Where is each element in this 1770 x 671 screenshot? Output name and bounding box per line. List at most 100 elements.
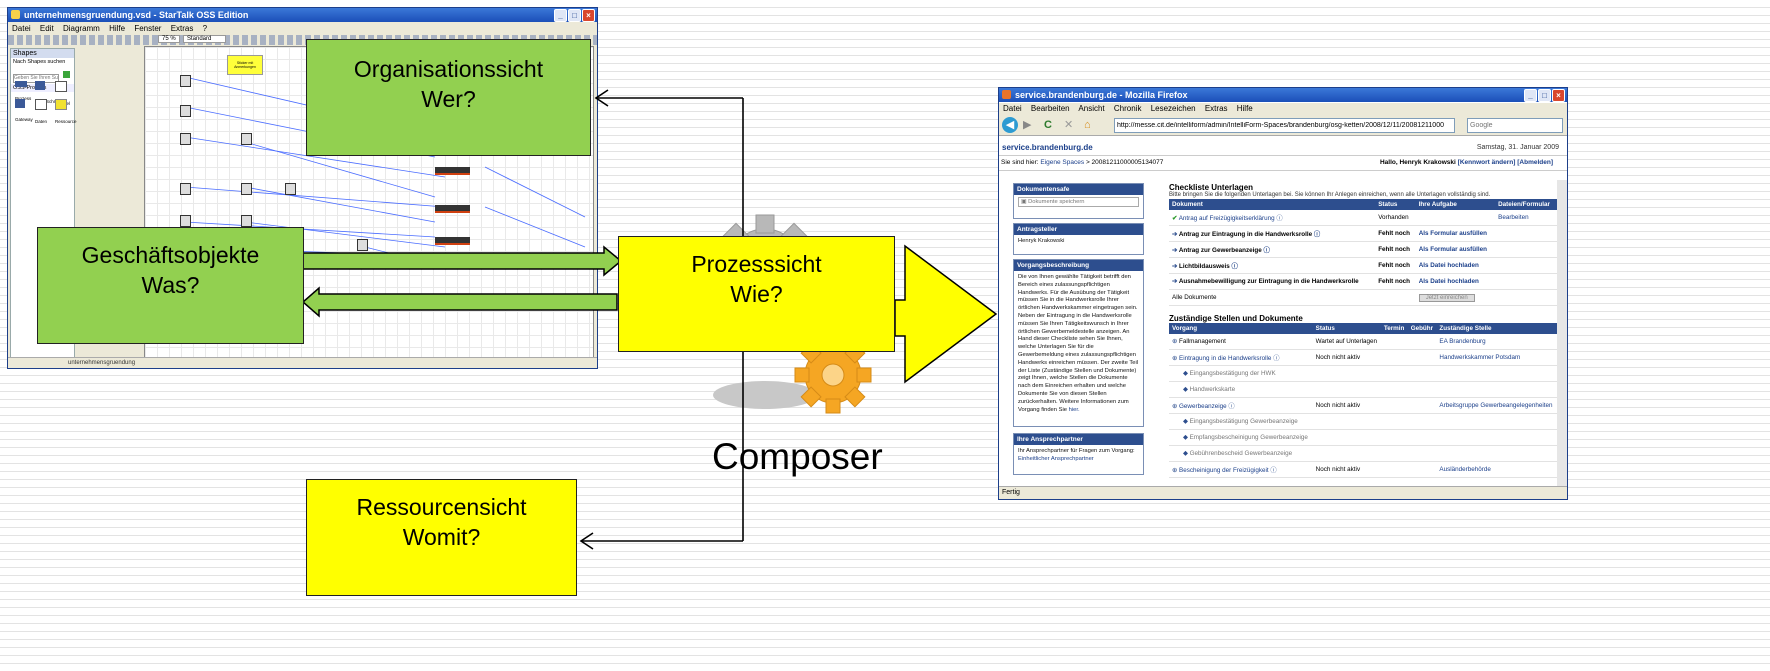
save-doc-icon: ▣ bbox=[1021, 199, 1029, 205]
style-select[interactable]: Standard bbox=[183, 35, 227, 43]
minimize-button[interactable]: _ bbox=[554, 9, 567, 22]
menu-extras[interactable]: Extras bbox=[170, 24, 194, 33]
menu-datei[interactable]: Datei bbox=[12, 24, 31, 33]
back-arrow-icon[interactable]: ◀ bbox=[1002, 117, 1018, 133]
shape-item-prozess[interactable]: Prozess bbox=[15, 81, 31, 105]
menu-diagramm[interactable]: Diagramm bbox=[62, 24, 100, 33]
stelle-link[interactable]: Ausländerbehörde bbox=[1439, 466, 1491, 473]
menu-extras[interactable]: Extras bbox=[1204, 104, 1228, 113]
canvas-oss-step[interactable] bbox=[435, 237, 470, 245]
menu-hilfe[interactable]: Hilfe bbox=[1236, 104, 1253, 113]
close-button[interactable]: × bbox=[1552, 89, 1565, 102]
doc-task-link[interactable]: Als Datei hochladen bbox=[1415, 273, 1496, 290]
canvas-node[interactable] bbox=[180, 215, 191, 227]
info-icon[interactable]: ⓘ bbox=[1313, 231, 1321, 238]
stelle-link[interactable]: EA Brandenburg bbox=[1439, 338, 1486, 345]
firefox-icon bbox=[1002, 90, 1011, 99]
menu-edit[interactable]: Edit bbox=[39, 24, 54, 33]
expand-icon[interactable]: ⊕ bbox=[1172, 355, 1178, 362]
canvas-oss-step[interactable] bbox=[435, 167, 470, 175]
canvas-oss-step[interactable] bbox=[435, 205, 470, 213]
canvas-node[interactable] bbox=[241, 183, 252, 195]
zoom-select[interactable]: 75 % bbox=[158, 35, 180, 43]
table-row: ◆ Empfangsbescheinigung Gewerbeanzeige bbox=[1169, 429, 1557, 446]
maximize-button[interactable]: □ bbox=[568, 9, 581, 22]
expand-icon[interactable]: ⊕ bbox=[1172, 338, 1178, 345]
submit-button[interactable]: Jetzt einreichen bbox=[1418, 293, 1475, 302]
search-go-icon[interactable] bbox=[63, 71, 71, 79]
doc-bullet-icon: ◆ bbox=[1183, 370, 1188, 377]
menu-help[interactable]: ? bbox=[202, 24, 208, 33]
menu-chronik[interactable]: Chronik bbox=[1113, 104, 1142, 113]
info-icon[interactable]: ⓘ bbox=[1273, 355, 1280, 362]
shape-item-ressource[interactable]: Ressource bbox=[55, 99, 77, 128]
minimize-button[interactable]: _ bbox=[1524, 89, 1537, 102]
shape-item-gateway[interactable]: Gateway bbox=[15, 99, 33, 126]
table-row: ➔ Antrag zur Gewerbeanzeige ⓘ Fehlt noch… bbox=[1169, 241, 1557, 258]
menu-datei[interactable]: Datei bbox=[1003, 104, 1022, 113]
doc-task-link[interactable]: Als Formular ausfüllen bbox=[1415, 241, 1496, 258]
canvas-node[interactable] bbox=[241, 133, 252, 145]
doc-task-link[interactable]: Als Datei hochladen bbox=[1415, 257, 1496, 274]
doc-task-link[interactable]: Als Formular ausfüllen bbox=[1415, 225, 1496, 242]
sheet-tabs[interactable]: unternehmensgruendung bbox=[8, 357, 597, 368]
dokumente-speichern-field[interactable]: ▣ Dokumente speichern bbox=[1018, 197, 1139, 207]
canvas-node[interactable] bbox=[357, 239, 368, 251]
canvas-node[interactable] bbox=[285, 183, 296, 195]
canvas-node[interactable] bbox=[180, 105, 191, 117]
doc-task[interactable] bbox=[1415, 210, 1496, 226]
canvas-node[interactable] bbox=[180, 183, 191, 195]
expand-icon[interactable]: ⊕ bbox=[1172, 403, 1178, 410]
menu-ansicht[interactable]: Ansicht bbox=[1078, 104, 1105, 113]
close-button[interactable]: × bbox=[582, 9, 595, 22]
info-icon[interactable]: ⓘ bbox=[1263, 247, 1270, 254]
breadcrumb-rest: > 20081211000005134077 bbox=[1085, 159, 1164, 166]
organisationssicht-question: Wer? bbox=[421, 86, 476, 112]
stellen-title: Zuständige Stellen und Dokumente bbox=[1169, 314, 1303, 323]
canvas-node[interactable] bbox=[180, 133, 191, 145]
info-icon[interactable]: ⓘ bbox=[1276, 215, 1283, 222]
canvas-node[interactable] bbox=[180, 75, 191, 87]
doc-link[interactable]: Antrag auf Freizügigkeitserklärung bbox=[1178, 215, 1275, 222]
table-row: ◆ Eingangsbestätigung der HWK bbox=[1169, 365, 1557, 382]
stelle-link[interactable]: Handwerkskammer Potsdam bbox=[1439, 354, 1521, 361]
more-info-link[interactable]: hier. bbox=[1068, 406, 1080, 413]
ansprechpartner-header: Ihre Ansprechpartner bbox=[1014, 434, 1143, 445]
stelle-link[interactable]: Arbeitsgruppe Gewerbeangelegenheiten bbox=[1439, 402, 1553, 409]
geschaeftsobjekte-question: Was? bbox=[141, 272, 200, 298]
ansprechpartner-link[interactable]: Einheitlicher Ansprechpartner bbox=[1018, 455, 1094, 462]
reload-icon[interactable]: C bbox=[1044, 119, 1052, 131]
tool-toolbar[interactable] bbox=[8, 35, 597, 45]
table-row: ✔ Antrag auf Freizügigkeitserklärung ⓘ V… bbox=[1169, 210, 1557, 226]
change-password-link[interactable]: [Kennwort ändern] bbox=[1457, 159, 1516, 166]
edit-link[interactable]: Bearbeiten bbox=[1498, 214, 1529, 221]
col-status: Status bbox=[1375, 199, 1416, 210]
table-row: ➔ Lichtbildausweis ⓘ Fehlt noch Als Date… bbox=[1169, 257, 1557, 274]
doc-name: Antrag zur Gewerbeanzeige bbox=[1178, 247, 1262, 254]
maximize-button[interactable]: □ bbox=[1538, 89, 1551, 102]
info-icon[interactable]: ⓘ bbox=[1270, 467, 1277, 474]
url-input[interactable] bbox=[1114, 118, 1455, 133]
sheet-tab[interactable]: unternehmensgruendung bbox=[68, 360, 136, 366]
forward-arrow-icon[interactable]: ▶ bbox=[1023, 119, 1032, 131]
info-icon[interactable]: ⓘ bbox=[1231, 263, 1238, 270]
stop-icon[interactable]: ✕ bbox=[1064, 119, 1074, 131]
info-icon[interactable]: ⓘ bbox=[1228, 403, 1235, 410]
search-input[interactable] bbox=[1467, 118, 1563, 133]
browser-window: service.brandenburg.de - Mozilla Firefox… bbox=[998, 87, 1568, 500]
shape-item-daten[interactable]: Daten bbox=[35, 99, 47, 128]
expand-icon[interactable]: ⊕ bbox=[1172, 467, 1178, 474]
breadcrumb-link[interactable]: Eigene Spaces bbox=[1040, 159, 1085, 166]
vertical-scrollbar[interactable] bbox=[1557, 180, 1567, 486]
canvas-node[interactable] bbox=[241, 215, 252, 227]
home-icon[interactable]: ⌂ bbox=[1084, 119, 1091, 131]
menu-hilfe[interactable]: Hilfe bbox=[109, 24, 126, 33]
menu-fenster[interactable]: Fenster bbox=[134, 24, 162, 33]
doc-file bbox=[1495, 225, 1557, 242]
canvas-sticky-note[interactable]: Sticker mit Anmerkungen bbox=[227, 55, 263, 75]
tool-menubar: Datei Edit Diagramm Hilfe Fenster Extras… bbox=[8, 23, 597, 35]
menu-bearbeiten[interactable]: Bearbeiten bbox=[1030, 104, 1070, 113]
doc-file bbox=[1495, 241, 1557, 258]
logout-link[interactable]: [Abmelden] bbox=[1517, 159, 1553, 166]
menu-lesezeichen[interactable]: Lesezeichen bbox=[1150, 104, 1196, 113]
